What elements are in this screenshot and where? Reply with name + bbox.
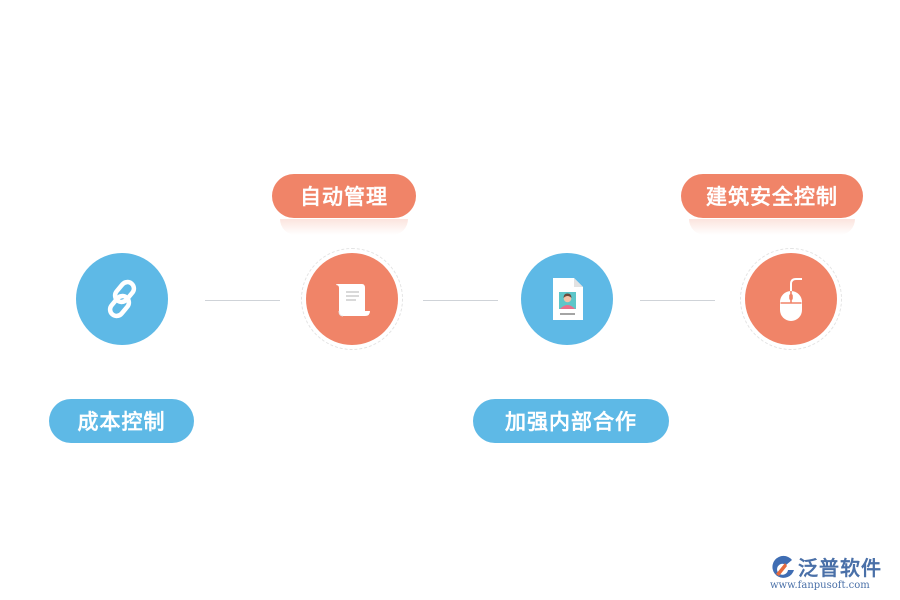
brand-name: 泛普软件: [798, 556, 882, 580]
label-auto-management: 自动管理: [272, 174, 416, 218]
mouse-icon: [780, 278, 802, 321]
label-reflection: [280, 219, 408, 235]
label-internal-cooperation: 加强内部合作: [473, 399, 669, 443]
link-icon: [107, 279, 137, 319]
brand-logo: 泛普软件 www.fanpusoft.com: [768, 552, 893, 596]
node-auto-management: [301, 248, 403, 350]
connector-line-2: [423, 300, 498, 301]
node-internal-cooperation: [521, 253, 613, 345]
connector-line-3: [640, 300, 715, 301]
fanpu-logo-icon: [772, 555, 794, 578]
id-card-icon: [553, 278, 583, 320]
node-cost-control: [76, 253, 168, 345]
connector-line-1: [205, 300, 280, 301]
node-safety-control: [740, 248, 842, 350]
label-reflection: [689, 219, 855, 235]
label-safety-control: 建筑安全控制: [681, 174, 863, 218]
label-cost-control: 成本控制: [49, 399, 194, 443]
scroll-icon: [336, 284, 370, 317]
brand-url: www.fanpusoft.com: [770, 580, 870, 591]
